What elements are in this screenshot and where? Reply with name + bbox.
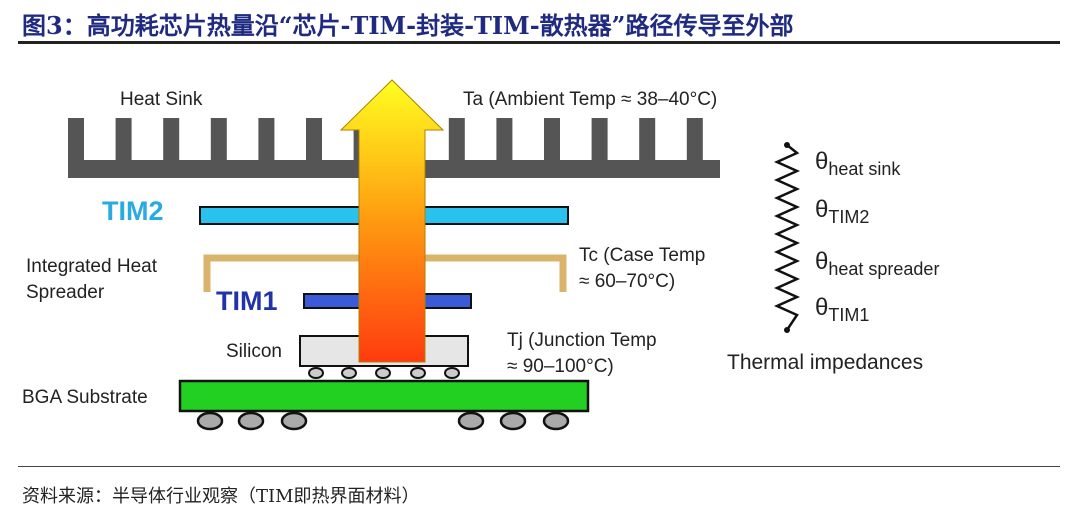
label-ambient-temp: Ta (Ambient Temp ≈ 38–40°C) (463, 89, 718, 110)
heat-sink-fin (163, 118, 180, 162)
heat-sink-fin (591, 118, 608, 162)
solder-bump (308, 367, 324, 379)
heat-sink-fin (544, 118, 560, 162)
theta-tim2: θTIM2 (815, 196, 870, 227)
label-tim1: TIM1 (216, 286, 278, 316)
heat-sink-fin (496, 118, 513, 162)
title-divider (18, 41, 1060, 44)
solder-bumps (308, 367, 460, 379)
heat-sink-shape (68, 118, 720, 178)
label-tim2: TIM2 (102, 196, 164, 226)
label-junction-temp-line2: ≈ 90–100°C) (507, 356, 614, 377)
bga-substrate (178, 379, 590, 413)
heat-sink-fin (258, 118, 275, 162)
label-silicon: Silicon (226, 341, 282, 362)
theta-heat-sink: θheat sink (815, 148, 901, 179)
label-bga-substrate: BGA Substrate (22, 387, 148, 408)
bga-ball (457, 411, 485, 431)
figure-title: 图3：高功耗芯片热量沿“芯片-TIM-封装-TIM-散热器”路径传导至外部 (22, 11, 794, 40)
bga-ball (237, 411, 265, 431)
heat-sink-fin (306, 118, 322, 162)
heat-sink-fin (210, 118, 227, 162)
label-junction-temp-line1: Tj (Junction Temp (507, 330, 657, 351)
theta-tim1: θTIM1 (815, 294, 870, 325)
heat-sink-fin (639, 118, 656, 162)
bga-ball (499, 411, 527, 431)
solder-bump (375, 367, 391, 379)
source-divider (18, 466, 1060, 467)
heat-sink-fin (115, 118, 132, 162)
resistor-symbol (773, 144, 801, 331)
bga-ball (280, 411, 308, 431)
heat-sink-fin (686, 118, 703, 162)
bga-ball (542, 411, 570, 431)
bga-ball (196, 411, 224, 431)
label-ihs-line2: Spreader (26, 282, 105, 303)
label-ihs-line1: Integrated Heat (26, 256, 157, 277)
solder-bump (410, 367, 426, 379)
solder-bump (341, 367, 357, 379)
label-case-temp-line1: Tc (Case Temp (579, 245, 706, 266)
source-note: 资料来源：半导体行业观察（TIM即热界面材料） (22, 486, 420, 507)
bga-balls (196, 411, 570, 431)
theta-heat-spreader: θheat spreader (815, 248, 940, 279)
heat-sink-fin (68, 118, 84, 162)
thermal-impedances-caption: Thermal impedances (727, 351, 924, 374)
label-case-temp-line2: ≈ 60–70°C) (579, 271, 676, 292)
heat-sink-fin (448, 118, 465, 162)
heat-flow-arrow (339, 79, 445, 363)
solder-bump (444, 367, 460, 379)
label-heat-sink: Heat Sink (120, 89, 203, 110)
